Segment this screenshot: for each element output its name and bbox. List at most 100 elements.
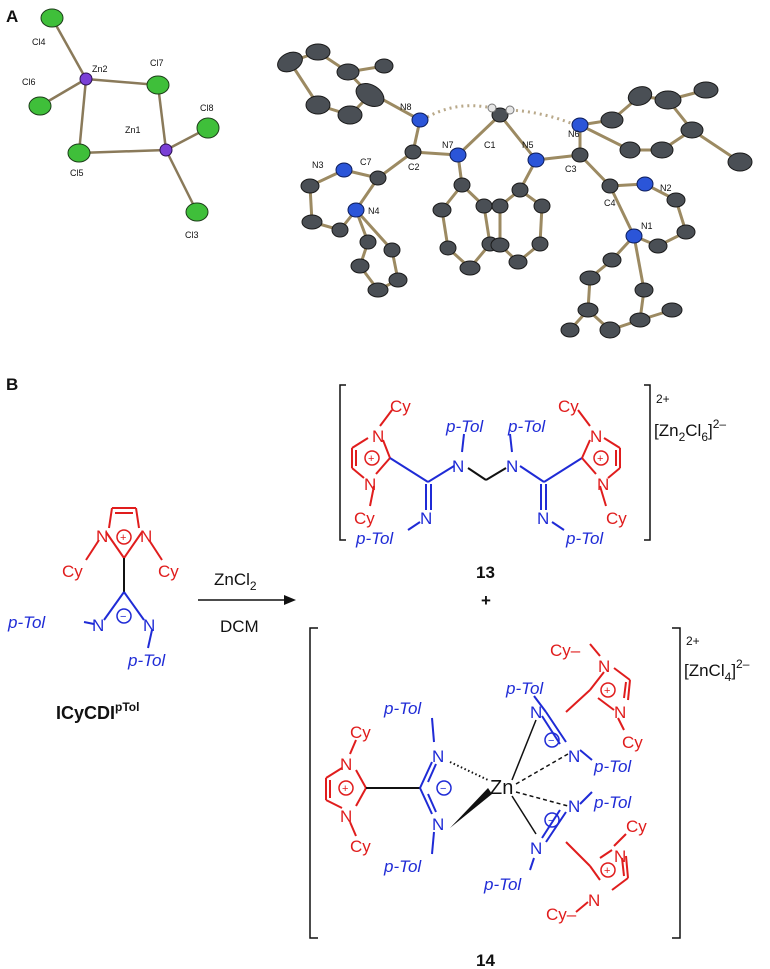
- label-n1: N1: [641, 221, 653, 231]
- product14-n: N: [432, 747, 444, 766]
- reaction-arrow: ZnCl2 DCM: [198, 570, 296, 636]
- product13-n: N: [452, 457, 464, 476]
- svg-text:N: N: [432, 815, 444, 834]
- product13-cy4: Cy: [606, 509, 627, 528]
- cl7-atom: [146, 75, 170, 95]
- zn2-atom: [79, 72, 93, 86]
- svg-text:p-Tol: p-Tol: [505, 679, 544, 698]
- svg-text:N: N: [598, 657, 610, 676]
- dication-structure: N8 N7 C1 N5 N6 N3 C7 C2 C3 C4 N2 N4 N1: [277, 43, 753, 339]
- label-c4: C4: [604, 198, 616, 208]
- svg-text:N: N: [568, 747, 580, 766]
- svg-text:N: N: [530, 839, 542, 858]
- cl6-atom: [28, 96, 52, 116]
- svg-text:−: −: [440, 783, 446, 795]
- cl3-atom: [185, 202, 209, 222]
- product13-charge: 2+: [656, 392, 670, 406]
- label-n6: N6: [568, 129, 580, 139]
- product13-cy2: Cy: [354, 509, 375, 528]
- label-c7: C7: [360, 157, 372, 167]
- svg-text:−: −: [548, 815, 554, 827]
- label-zn2: Zn2: [92, 64, 108, 74]
- product13-number: 13: [476, 563, 495, 582]
- svg-text:N: N: [614, 847, 626, 866]
- panel-a-letter: A: [6, 7, 18, 26]
- label-n8: N8: [400, 102, 412, 112]
- svg-text:p-Tol: p-Tol: [593, 757, 632, 776]
- label-cl7: Cl7: [150, 58, 164, 68]
- svg-text:Cy–: Cy–: [546, 905, 577, 924]
- svg-text:N: N: [597, 475, 609, 494]
- label-cl3: Cl3: [185, 230, 199, 240]
- svg-text:N: N: [506, 457, 518, 476]
- svg-text:N: N: [530, 703, 542, 722]
- solvent-label: DCM: [220, 617, 259, 636]
- label-n5: N5: [522, 140, 534, 150]
- imidazolium-plus-icon: [116, 529, 132, 545]
- svg-text:N: N: [568, 797, 580, 816]
- svg-text:+: +: [342, 783, 348, 795]
- ligand-structure: + N N Cy Cy − N N p-Tol p-Tol ICyCDIpTol: [7, 507, 179, 723]
- label-zn1: Zn1: [125, 125, 141, 135]
- product-13: 2+ [Zn2Cl6]2– + N N Cy Cy N N: [339, 384, 726, 582]
- ligand-n-imid-left: N: [96, 527, 108, 546]
- svg-text:Cy: Cy: [626, 817, 647, 836]
- product14-number: 14: [476, 951, 495, 969]
- svg-text:N: N: [537, 509, 549, 528]
- zn2cl6-structure: Cl4 Zn2 Cl7 Cl6 Zn1 Cl8 Cl5 Cl3: [22, 8, 220, 240]
- svg-text:p-Tol: p-Tol: [383, 857, 422, 876]
- svg-text:+: +: [120, 532, 126, 544]
- svg-text:Cy–: Cy–: [550, 641, 581, 660]
- label-c3: C3: [565, 164, 577, 174]
- label-cl4: Cl4: [32, 37, 46, 47]
- svg-text:−: −: [548, 735, 554, 747]
- svg-text:+: +: [604, 865, 610, 877]
- label-cl6: Cl6: [22, 77, 36, 87]
- product14-zn: Zn: [490, 777, 513, 799]
- product14-charge: 2+: [686, 634, 700, 648]
- ligand-n-imid-right: N: [140, 527, 152, 546]
- svg-text:+: +: [368, 453, 374, 465]
- svg-text:N: N: [420, 509, 432, 528]
- svg-text:N: N: [364, 475, 376, 494]
- label-cl5: Cl5: [70, 168, 84, 178]
- svg-text:−: −: [120, 611, 126, 623]
- ligand-ptol-left: p-Tol: [7, 613, 46, 632]
- amidinate-minus-icon: [116, 608, 132, 624]
- label-n2: N2: [660, 183, 672, 193]
- label-n4: N4: [368, 206, 380, 216]
- product13-ptol3: p-Tol: [507, 417, 546, 436]
- label-n3: N3: [312, 160, 324, 170]
- svg-text:p-Tol: p-Tol: [593, 793, 632, 812]
- cl8-atom: [196, 117, 220, 139]
- nitrogen-ellipsoids: [335, 112, 654, 244]
- product13-ptol1: p-Tol: [445, 417, 484, 436]
- svg-text:Cy: Cy: [350, 837, 371, 856]
- product13-ptol2: p-Tol: [355, 529, 394, 548]
- svg-text:N: N: [614, 703, 626, 722]
- svg-text:p-Tol: p-Tol: [483, 875, 522, 894]
- product13-anion: [Zn2Cl6]2–: [654, 417, 726, 444]
- cl4-atom: [40, 8, 64, 28]
- cl5-atom: [67, 143, 91, 163]
- product13-cy1: Cy: [390, 397, 411, 416]
- product13-cy3: Cy: [558, 397, 579, 416]
- label-c1: C1: [484, 140, 496, 150]
- svg-text:N: N: [372, 427, 384, 446]
- plus-sign: +: [481, 591, 491, 610]
- svg-text:N: N: [588, 891, 600, 910]
- zn1-atom: [159, 143, 173, 157]
- product14-ptol: p-Tol: [383, 699, 422, 718]
- svg-text:N: N: [590, 427, 602, 446]
- product13-ptol4: p-Tol: [565, 529, 604, 548]
- svg-text:+: +: [597, 453, 603, 465]
- product14-cy: Cy: [350, 723, 371, 742]
- label-c2: C2: [408, 162, 420, 172]
- panel-b-letter: B: [6, 375, 18, 394]
- ligand-n-amid-left: N: [92, 616, 104, 635]
- ligand-name: ICyCDIpTol: [56, 700, 139, 723]
- product-14: 2+ [ZnCl4]2– Zn + N N Cy Cy: [309, 627, 750, 969]
- label-cl8: Cl8: [200, 103, 214, 113]
- svg-text:N: N: [340, 755, 352, 774]
